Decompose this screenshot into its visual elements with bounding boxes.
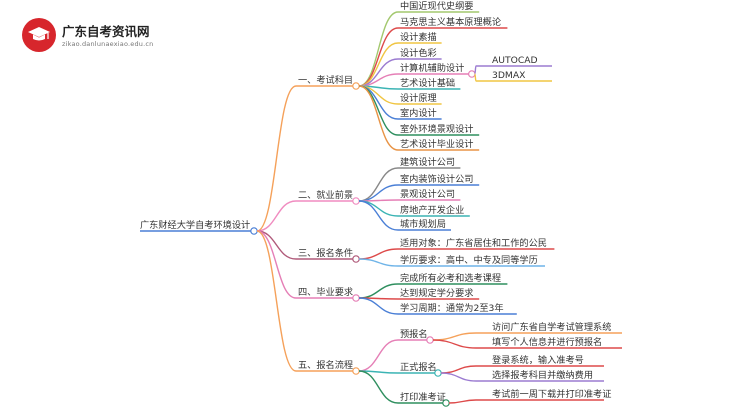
leaf-node[interactable]: 打印准考证: [400, 391, 446, 403]
subleaf-connector: [440, 372, 477, 382]
leaf-connector: [358, 297, 399, 315]
leaf-node[interactable]: 适用对象：广东省居住和工作的公民: [400, 237, 547, 249]
root-node[interactable]: 广东财经大学自考环境设计: [140, 219, 250, 231]
leaf-node[interactable]: 房地产开发企业: [400, 204, 464, 216]
leaf-node[interactable]: 城市规划局: [400, 218, 446, 230]
subleaf-connector: [474, 65, 477, 75]
leaf-connector: [358, 85, 399, 151]
leaf-node[interactable]: 学习周期：通常为2至3年: [400, 302, 504, 314]
leaf-node[interactable]: 设计素描: [400, 31, 437, 43]
site-name: 广东自考资讯网: [62, 24, 150, 39]
graduation-cap-icon: [22, 18, 56, 52]
leaf-node[interactable]: 预报名: [400, 328, 428, 340]
leaf-connector: [358, 248, 399, 260]
leaf-toggle[interactable]: [467, 70, 476, 78]
leaf-toggle[interactable]: [434, 369, 442, 377]
branch-toggle[interactable]: [352, 367, 360, 375]
leaf-node[interactable]: 艺术设计基础: [400, 77, 455, 89]
branch-toggle[interactable]: [352, 197, 360, 205]
leaf-connector: [358, 85, 399, 136]
branch-node[interactable]: 四、毕业要求: [298, 286, 353, 298]
site-url: zikao.danlunaexiao.edu.cn: [62, 40, 154, 48]
leaf-connector: [358, 184, 399, 202]
leaf-node[interactable]: 正式报名: [400, 361, 437, 373]
leaf-connector: [358, 258, 399, 267]
branch-node[interactable]: 二、就业前景: [298, 189, 353, 201]
leaf-node[interactable]: 设计色彩: [400, 47, 437, 59]
branch-node[interactable]: 三、报名条件: [298, 247, 353, 259]
root-toggle[interactable]: [250, 227, 258, 235]
branch-toggle[interactable]: [352, 82, 360, 90]
subleaf-connector: [432, 339, 477, 349]
leaf-node[interactable]: 建筑设计公司: [400, 156, 455, 168]
leaf-node[interactable]: 艺术设计毕业设计: [400, 138, 474, 150]
subleaf-node[interactable]: 访问广东省自学考试管理系统: [492, 321, 611, 333]
leaf-node[interactable]: 达到规定学分要求: [400, 287, 474, 299]
branch-connector: [256, 85, 297, 232]
subleaf-node[interactable]: 选择报考科目并缴纳费用: [492, 369, 593, 381]
leaf-node[interactable]: 完成所有必考和选考课程: [400, 272, 501, 284]
leaf-node[interactable]: 室内设计: [400, 107, 437, 119]
leaf-toggle[interactable]: [426, 336, 434, 344]
subleaf-connector: [432, 332, 477, 341]
subleaf-connector: [448, 399, 477, 404]
subleaf-node[interactable]: 考试前一周下载并打印准考证: [492, 388, 611, 400]
subleaf-node[interactable]: AUTOCAD: [492, 55, 538, 66]
leaf-connector: [358, 27, 399, 87]
leaf-node[interactable]: 中国近现代史纲要: [400, 0, 474, 12]
leaf-node[interactable]: 室外环境景观设计: [400, 123, 474, 135]
branch-node[interactable]: 五、报名流程: [298, 359, 353, 371]
leaf-connector: [358, 167, 399, 202]
subleaf-node[interactable]: 填写个人信息并进行预报名: [492, 336, 602, 348]
subleaf-connector: [474, 73, 477, 82]
branch-connector: [256, 230, 297, 299]
leaf-connector: [358, 339, 399, 372]
branch-toggle[interactable]: [352, 255, 360, 263]
leaf-connector: [358, 370, 399, 404]
leaf-node[interactable]: 室内装饰设计公司: [400, 173, 474, 185]
subleaf-node[interactable]: 登录系统，输入准考号: [492, 354, 584, 366]
leaf-node[interactable]: 景观设计公司: [400, 188, 455, 200]
leaf-node[interactable]: 马克思主义基本原理概论: [400, 16, 501, 28]
branch-toggle[interactable]: [352, 294, 360, 302]
site-logo[interactable]: 广东自考资讯网 zikao.danlunaexiao.edu.cn: [22, 18, 153, 54]
subleaf-node[interactable]: 3DMAX: [492, 70, 525, 81]
branch-node[interactable]: 一、考试科目: [298, 74, 353, 86]
leaf-toggle[interactable]: [442, 399, 450, 407]
leaf-node[interactable]: 设计原理: [400, 92, 437, 104]
branch-connector: [256, 200, 297, 232]
leaf-node[interactable]: 计算机辅助设计: [400, 62, 464, 74]
leaf-connector: [358, 200, 399, 217]
leaf-connector: [358, 283, 399, 299]
leaf-node[interactable]: 学历要求：高中、中专及同等学历: [400, 254, 538, 266]
leaf-connector: [358, 85, 399, 120]
branch-connector: [256, 230, 297, 372]
leaf-connector: [358, 200, 399, 231]
subleaf-connector: [440, 365, 477, 374]
